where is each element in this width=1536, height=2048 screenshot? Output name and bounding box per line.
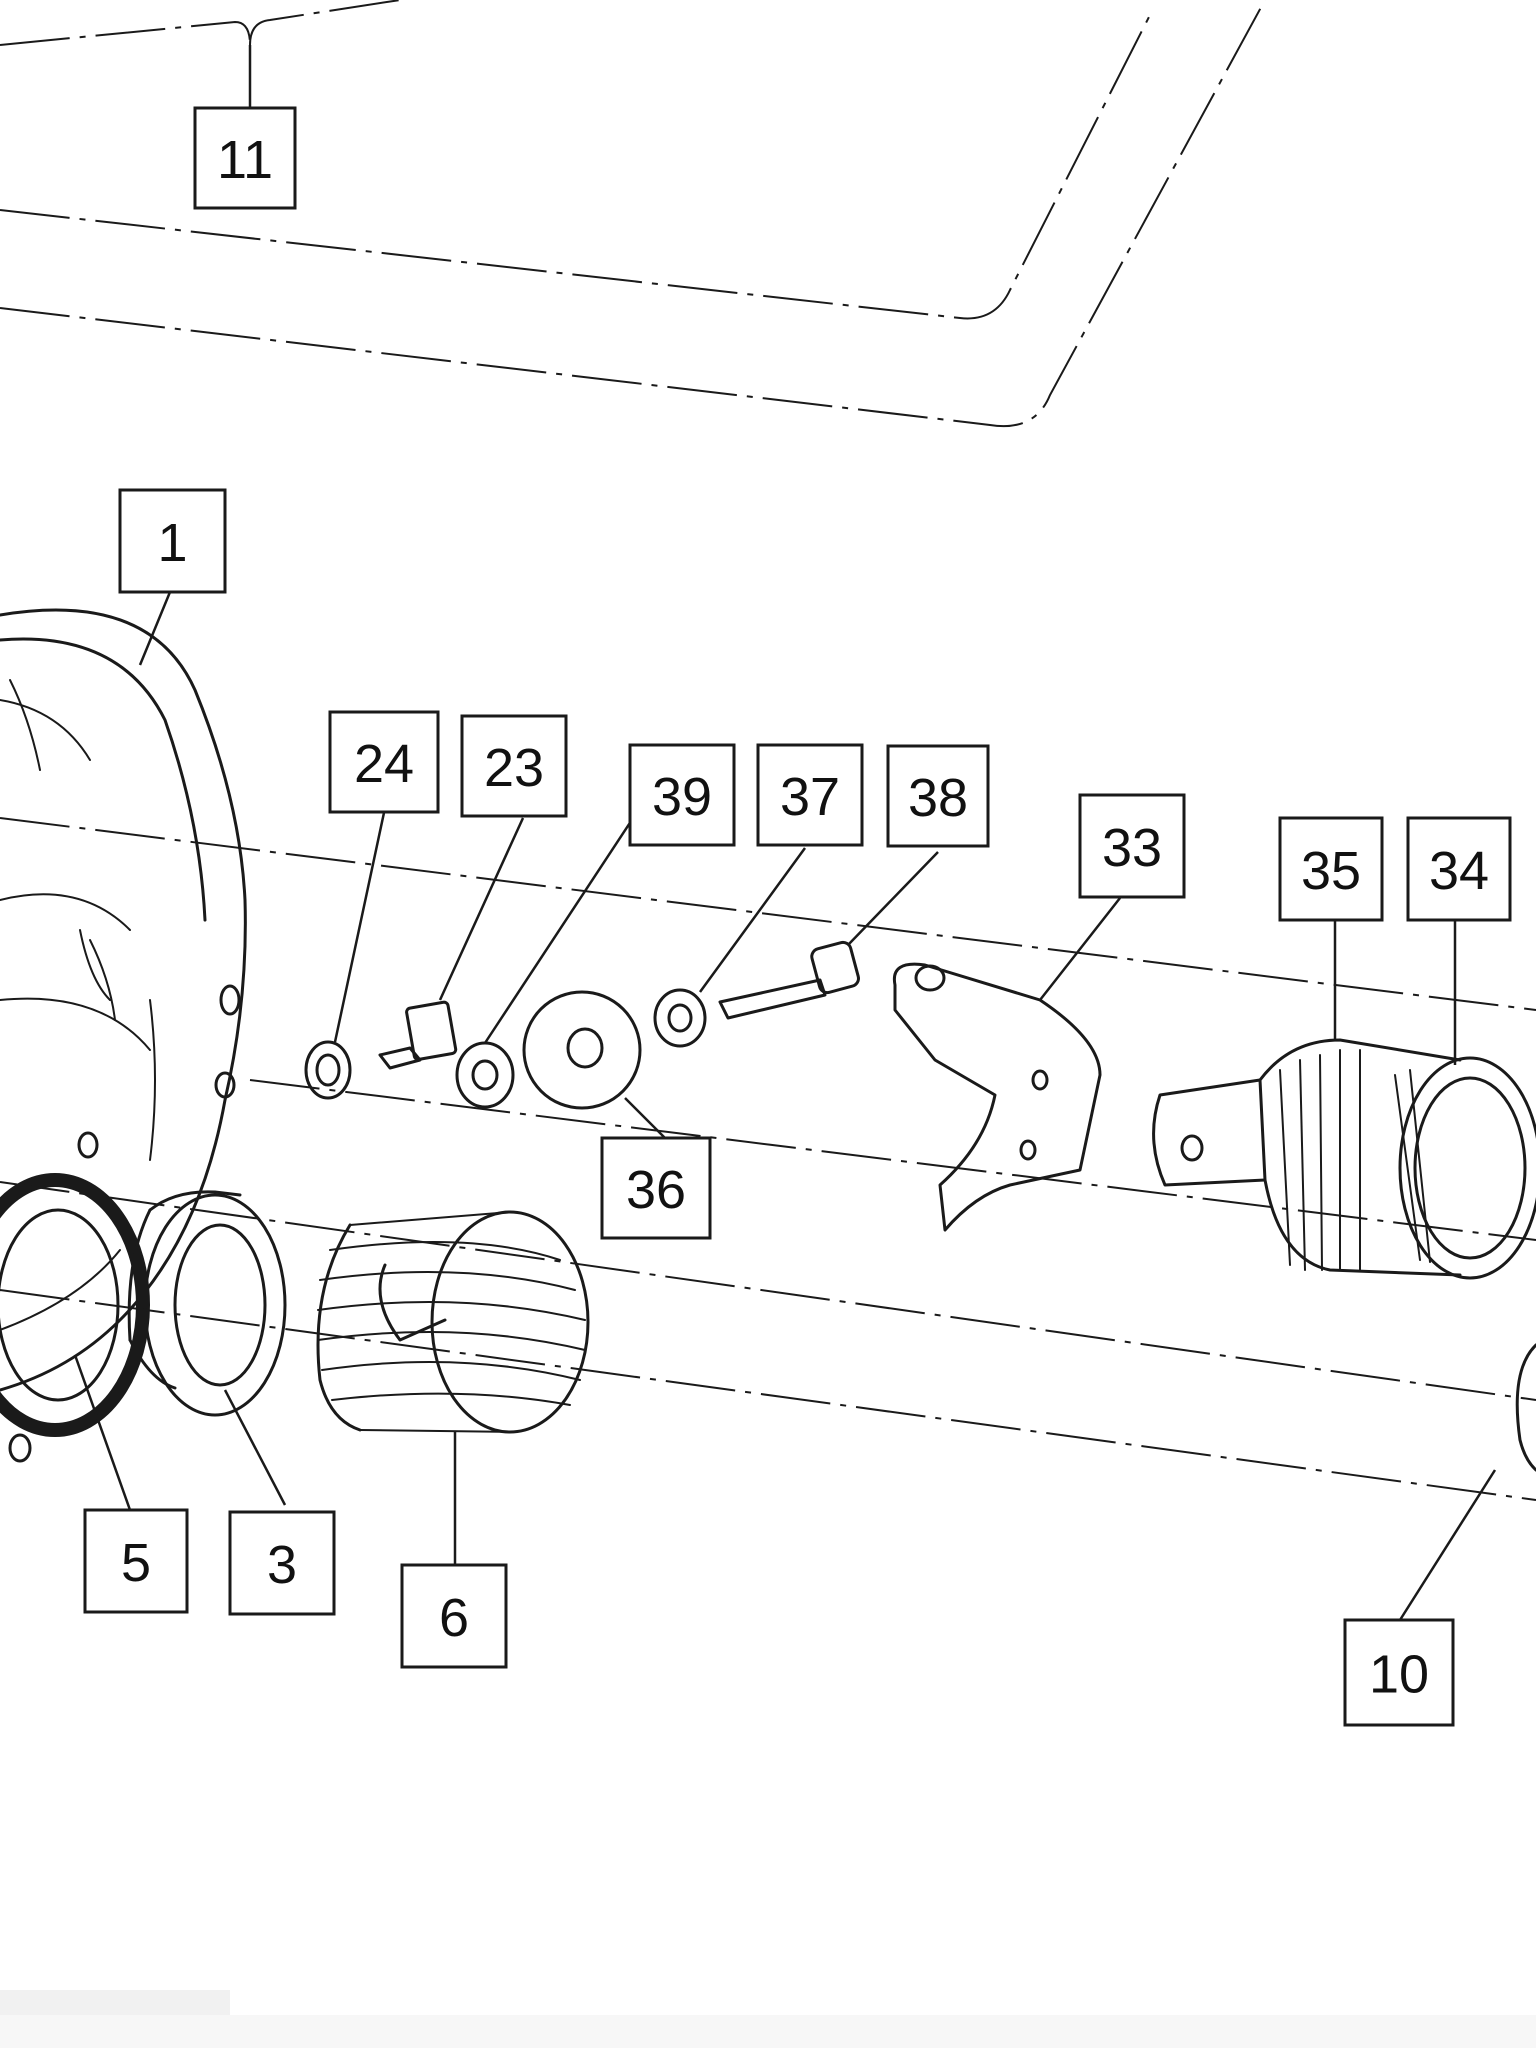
callout-39: 39 (628, 743, 736, 847)
callout-box (118, 488, 227, 594)
callout-38: 38 (886, 744, 990, 848)
callout-10: 10 (1343, 1618, 1455, 1727)
callout-3: 3 (228, 1510, 336, 1616)
housing-cover-outline (0, 0, 1266, 428)
callout-35: 35 (1278, 816, 1384, 922)
callout-number: 6 (439, 1588, 469, 1648)
stud-bolt (378, 817, 525, 1070)
callout-number: 35 (1301, 841, 1361, 901)
callout-number: 10 (1369, 1645, 1429, 1705)
callout-34: 34 (1406, 816, 1512, 922)
callout-24: 24 (328, 710, 440, 814)
assembly-axes (0, 817, 1536, 1501)
callout-box (228, 1510, 336, 1616)
callout-box (193, 106, 297, 210)
callout-number: 39 (652, 767, 712, 827)
callout-11: 11 (193, 106, 297, 210)
callout-number: 1 (157, 513, 187, 573)
callout-5: 5 (83, 1508, 189, 1614)
callout-1: 1 (118, 488, 227, 594)
small-washer (304, 807, 387, 1100)
seal-ring (0, 1173, 150, 1511)
callout-23: 23 (460, 714, 568, 818)
callout-33: 33 (1078, 793, 1186, 899)
callout-box (1406, 816, 1512, 922)
callout-box (600, 1136, 712, 1240)
callout-number: 34 (1429, 841, 1489, 901)
callout-box (628, 743, 736, 847)
callout-box (1278, 816, 1384, 922)
callout-number: 37 (780, 767, 840, 827)
callout-box (400, 1563, 508, 1669)
main-housing (0, 591, 247, 1463)
callout-box (460, 714, 568, 818)
small-nut (653, 847, 807, 1048)
callout-box (886, 744, 990, 848)
callout-box (756, 743, 864, 847)
callout-box (1343, 1618, 1455, 1727)
scan-artifact (0, 1990, 1536, 2048)
callout-number: 3 (267, 1535, 297, 1595)
actuator-assembly (1152, 920, 1536, 1280)
callout-box (1078, 793, 1186, 899)
bushing (127, 1190, 287, 1506)
callout-number: 24 (354, 734, 414, 794)
callout-number: 38 (908, 768, 968, 828)
callout-36: 36 (600, 1136, 712, 1240)
end-cap (1398, 1343, 1536, 1621)
coil-spring (316, 1210, 590, 1565)
callout-number: 11 (217, 130, 273, 190)
callout-box (328, 710, 440, 814)
threaded-pin (718, 851, 939, 1020)
callout-37: 37 (756, 743, 864, 847)
callout-6: 6 (400, 1563, 508, 1669)
callout-number: 5 (121, 1533, 151, 1593)
callout-number: 23 (484, 738, 544, 798)
callout-number: 33 (1102, 818, 1162, 878)
callout-number: 36 (626, 1160, 686, 1220)
lever-plate (892, 897, 1121, 1232)
callout-box (83, 1508, 189, 1614)
